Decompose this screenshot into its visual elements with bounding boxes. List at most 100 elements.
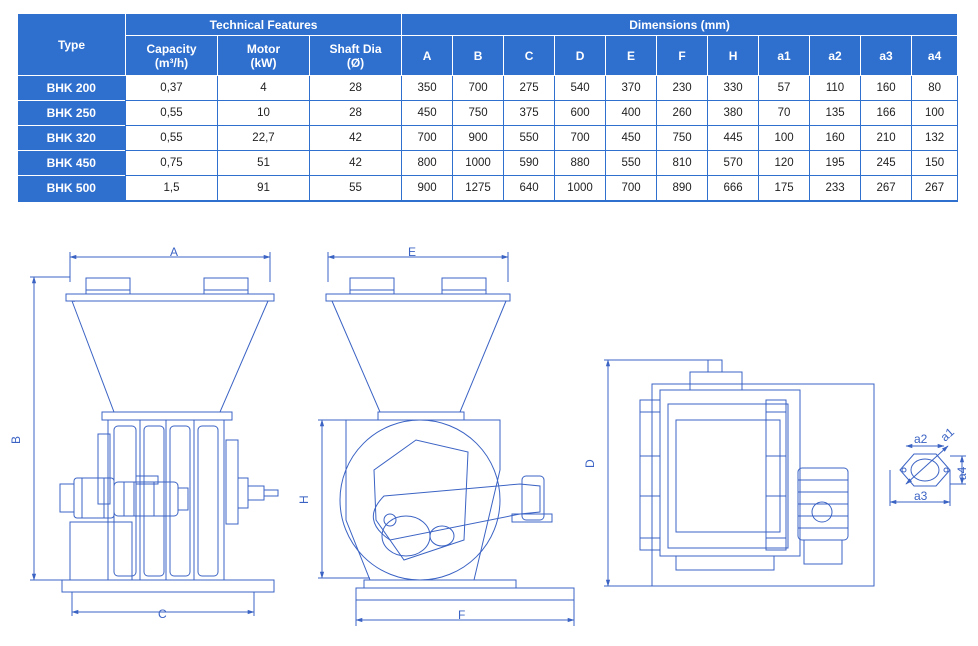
table-cell: 175 xyxy=(758,175,810,202)
header-capacity-label: Capacity xyxy=(146,41,197,56)
dim-label-a4: a4 xyxy=(955,466,969,480)
header-dim-a2: a2 xyxy=(809,35,862,76)
table-cell: 666 xyxy=(707,175,759,202)
table-cell: 70 xyxy=(758,100,810,126)
table-cell: 100 xyxy=(911,100,959,126)
table-cell: 700 xyxy=(554,125,606,151)
dim-label-d: D xyxy=(583,459,597,468)
table-cell: 91 xyxy=(217,175,310,202)
header-dim-e: E xyxy=(605,35,658,76)
header-capacity-unit: (m³/h) xyxy=(154,55,189,70)
table-cell: 445 xyxy=(707,125,759,151)
table-header: Type Technical Features Dimensions (mm) … xyxy=(17,13,959,76)
table-cell: 42 xyxy=(308,150,402,176)
table-cell: 55 xyxy=(308,175,402,202)
table-cell: 42 xyxy=(308,125,402,151)
header-dim-a1: a1 xyxy=(758,35,811,76)
table-cell: 590 xyxy=(503,150,555,176)
table-cell: 275 xyxy=(503,75,555,101)
table-cell: 700 xyxy=(401,125,453,151)
header-dim-b: B xyxy=(452,35,505,76)
table-cell: 150 xyxy=(911,150,959,176)
table-cell: 330 xyxy=(707,75,759,101)
table-cell: 400 xyxy=(605,100,657,126)
dim-label-a1: a1 xyxy=(938,425,958,445)
spec-table: Type Technical Features Dimensions (mm) … xyxy=(17,13,959,202)
table-cell: 0,55 xyxy=(125,100,218,126)
type-cell: BHK 250 xyxy=(17,100,126,126)
header-dim-a: A xyxy=(401,35,454,76)
table-cell: 540 xyxy=(554,75,606,101)
table-cell: 810 xyxy=(656,150,708,176)
table-cell: 1275 xyxy=(452,175,504,202)
header-dim-f: F xyxy=(656,35,709,76)
table-cell: 0,55 xyxy=(125,125,218,151)
table-cell: 370 xyxy=(605,75,657,101)
table-cell: 110 xyxy=(809,75,861,101)
table-cell: 135 xyxy=(809,100,861,126)
table-cell: 900 xyxy=(401,175,453,202)
table-cell: 750 xyxy=(452,100,504,126)
dim-label-e: E xyxy=(408,245,416,259)
table-cell: 0,37 xyxy=(125,75,218,101)
table-cell: 160 xyxy=(809,125,861,151)
table-cell: 100 xyxy=(758,125,810,151)
dim-label-a2: a2 xyxy=(914,432,928,446)
header-shaft-label: Shaft Dia xyxy=(329,41,382,56)
table-cell: 900 xyxy=(452,125,504,151)
table-cell: 700 xyxy=(605,175,657,202)
table-cell: 570 xyxy=(707,150,759,176)
table-cell: 28 xyxy=(308,100,402,126)
table-cell: 450 xyxy=(605,125,657,151)
side-view-drawing xyxy=(318,252,575,626)
dim-label-f: F xyxy=(458,608,465,622)
flange-detail-drawing xyxy=(889,443,966,506)
dim-label-a3: a3 xyxy=(914,489,928,503)
table-cell: 550 xyxy=(605,150,657,176)
header-motor-label: Motor xyxy=(246,41,281,56)
type-cell: BHK 200 xyxy=(17,75,126,101)
table-cell: 375 xyxy=(503,100,555,126)
table-cell: 1,5 xyxy=(125,175,218,202)
table-cell: 1000 xyxy=(554,175,606,202)
table-cell: 120 xyxy=(758,150,810,176)
table-cell: 260 xyxy=(656,100,708,126)
header-shaft-unit: (Ø) xyxy=(346,55,365,70)
header-dim-d: D xyxy=(554,35,607,76)
table-cell: 890 xyxy=(656,175,708,202)
table-cell: 4 xyxy=(217,75,310,101)
table-cell: 800 xyxy=(401,150,453,176)
table-cell: 233 xyxy=(809,175,861,202)
dim-label-b: B xyxy=(9,436,23,444)
dim-label-a: A xyxy=(170,245,178,259)
dim-label-c: C xyxy=(158,607,167,621)
table-cell: 750 xyxy=(656,125,708,151)
dim-label-h: H xyxy=(297,495,311,504)
table-cell: 57 xyxy=(758,75,810,101)
header-motor-unit: (kW) xyxy=(250,55,277,70)
header-capacity: Capacity(m³/h) xyxy=(125,35,218,76)
table-cell: 880 xyxy=(554,150,606,176)
front-view-drawing xyxy=(30,252,279,616)
table-cell: 1000 xyxy=(452,150,504,176)
table-cell: 22,7 xyxy=(217,125,310,151)
table-cell: 267 xyxy=(860,175,912,202)
table-cell: 550 xyxy=(503,125,555,151)
table-cell: 640 xyxy=(503,175,555,202)
header-dimensions: Dimensions (mm) xyxy=(401,13,959,36)
header-type: Type xyxy=(17,13,126,76)
table-cell: 166 xyxy=(860,100,912,126)
type-cell: BHK 500 xyxy=(17,175,126,202)
table-cell: 10 xyxy=(217,100,310,126)
table-cell: 245 xyxy=(860,150,912,176)
top-view-drawing xyxy=(604,359,875,587)
header-motor: Motor(kW) xyxy=(217,35,310,76)
table-cell: 230 xyxy=(656,75,708,101)
table-cell: 195 xyxy=(809,150,861,176)
